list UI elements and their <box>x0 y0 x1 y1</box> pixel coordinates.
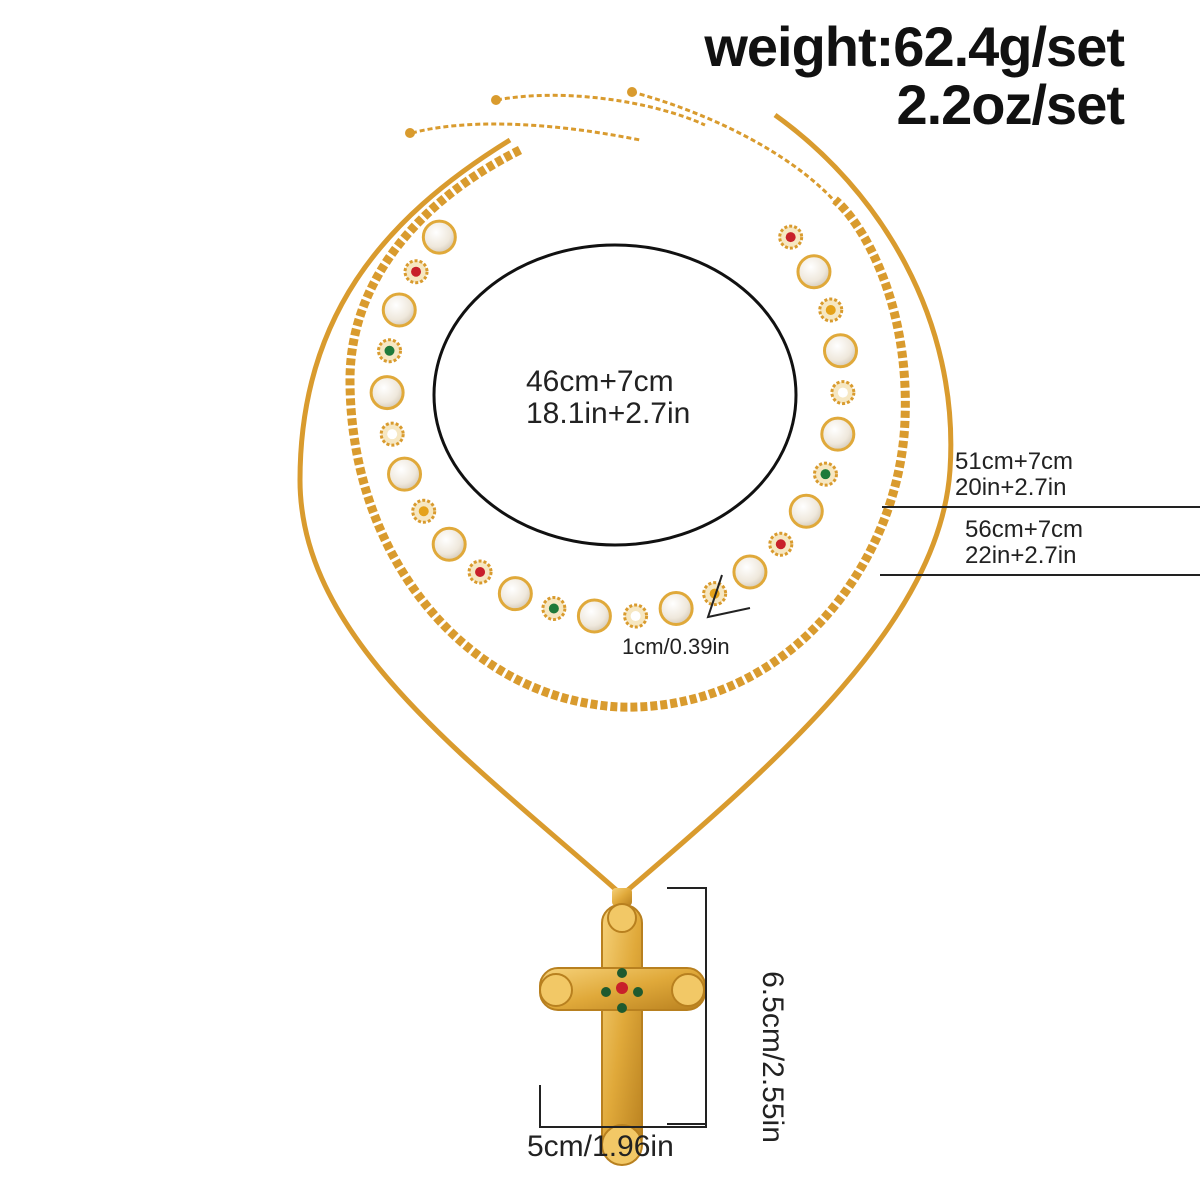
extender-chain-1 <box>411 122 641 142</box>
pearl-bead <box>822 333 858 369</box>
pearl-bead <box>381 292 417 328</box>
pearl-bead <box>732 554 768 590</box>
pearl-bead <box>431 526 467 562</box>
mid-chain-length-label: 51cm+7cm 20in+2.7in <box>955 449 1073 501</box>
long-chain-length-in: 22in+2.7in <box>965 542 1077 569</box>
pendant-height-label: 6.5cm/2.55in <box>756 971 789 1143</box>
pearl-bead <box>421 219 457 255</box>
pearl-bead <box>387 456 423 492</box>
gemstone <box>418 506 429 517</box>
choker-length-in: 18.1in+2.7in <box>526 397 691 430</box>
mid-chain-length-cm: 51cm+7cm <box>955 448 1074 475</box>
cross-pendant <box>539 888 706 1166</box>
mid-chain <box>345 145 910 712</box>
extender-chain-2 <box>496 93 706 127</box>
pearl-bead <box>369 375 405 411</box>
long-chain-length-label: 56cm+7cm 22in+2.7in <box>965 517 1083 569</box>
weight-spec: weight:62.4g/set 2.2oz/set <box>704 15 1125 136</box>
gemstone <box>384 345 395 356</box>
pearl-bead <box>788 493 824 529</box>
gemstone <box>387 429 398 440</box>
pearl-bead <box>796 254 832 290</box>
gemstone <box>785 232 796 243</box>
pearl-size-label: 1cm/0.39in <box>622 634 730 659</box>
pearl-bead <box>820 416 856 452</box>
weight-grams: weight:62.4g/set <box>704 15 1125 78</box>
gemstone <box>411 266 422 277</box>
pearl-bead <box>497 576 533 612</box>
pearl-choker <box>369 219 858 634</box>
extender-chain-3 <box>631 90 840 206</box>
gemstone <box>548 603 559 614</box>
gemstone <box>475 567 486 578</box>
mid-chain-length-in: 20in+2.7in <box>955 474 1067 501</box>
long-chain <box>297 112 954 897</box>
gemstone <box>837 387 848 398</box>
pendant-width-label: 5cm/1.96in <box>527 1130 674 1163</box>
choker-length-cm: 46cm+7cm <box>526 365 674 398</box>
gemstone <box>630 611 641 622</box>
long-chain-length-cm: 56cm+7cm <box>965 516 1084 543</box>
choker-length-label: 46cm+7cm 18.1in+2.7in <box>526 366 690 430</box>
pearl-bead <box>576 598 612 634</box>
size-ellipse <box>432 243 798 547</box>
gemstone <box>775 539 786 550</box>
pearl-bead <box>658 591 694 627</box>
gemstone <box>820 469 831 480</box>
weight-ounces: 2.2oz/set <box>896 73 1125 136</box>
gemstone <box>825 304 836 315</box>
